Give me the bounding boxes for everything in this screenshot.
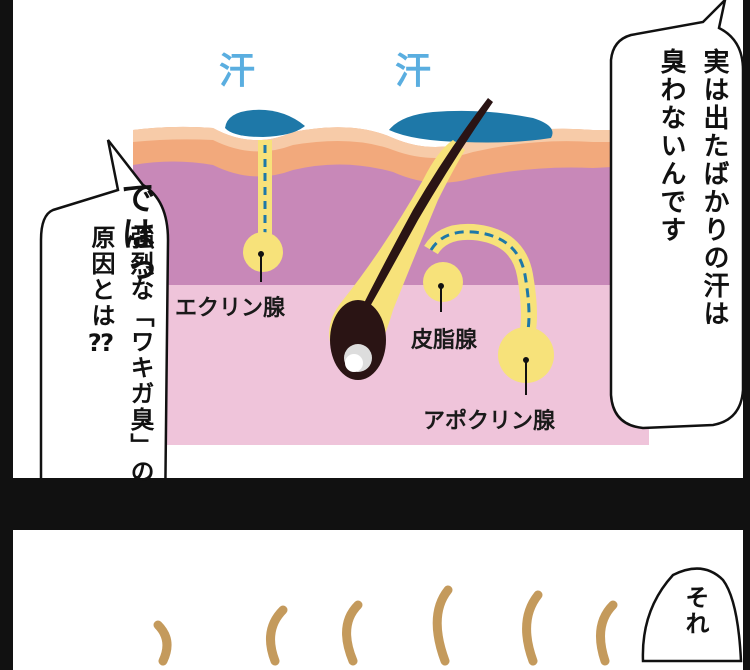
bottom-speech-bubble-shape (641, 567, 743, 663)
odor-wave-4 (432, 585, 453, 666)
odor-wave-3 (342, 600, 363, 666)
sebaceous-gland (423, 262, 463, 302)
right-bubble-line-1: 実は出たばかりの汗は (699, 48, 729, 328)
bottom-bubble-text: それ (681, 585, 709, 637)
sweat-label-right: 汗 (395, 51, 432, 92)
sebaceous-gland-label: 皮脂腺 (411, 328, 478, 353)
sweat-drop-left (225, 109, 305, 137)
apocrine-gland (498, 327, 554, 383)
skin-cross-section-diagram (39, 0, 743, 478)
left-bubble-line-2: 原因とは⁇ (87, 225, 115, 359)
hair-bulb (330, 300, 386, 380)
right-bubble-line-2: 臭わないんです (656, 48, 686, 244)
apocrine-gland-label: アポクリン腺 (423, 409, 556, 434)
comic-panel-top: 汗 汗 エクリン腺 皮脂腺 アポクリン腺 ではっ 実は出たばかりの汗は 臭わない… (10, 0, 746, 485)
hair-shaft (358, 98, 493, 315)
right-speech-bubble-shape (609, 0, 743, 430)
odor-wave-2 (266, 605, 288, 666)
odor-wave-1 (153, 620, 172, 666)
comic-panel-bottom: それ (10, 530, 746, 670)
left-bubble-line-1: 強烈な「ワキガ臭」の (126, 225, 154, 485)
right-speech-bubble: 実は出たばかりの汗は 臭わないんです (628, 48, 733, 418)
sound-effect-text: ではっ (115, 180, 155, 288)
odor-wave-6 (596, 600, 618, 666)
bottom-speech-bubble: それ (678, 585, 728, 665)
sweat-label-left: 汗 (219, 51, 256, 92)
eccrine-gland-label: エクリン腺 (175, 296, 286, 321)
left-speech-bubble: 強烈な「ワキガ臭」の 原因とは⁇ (53, 225, 158, 535)
odor-wave-5 (522, 590, 543, 666)
left-speech-bubble-shape (39, 139, 170, 478)
odor-waves-illustration (153, 567, 743, 666)
